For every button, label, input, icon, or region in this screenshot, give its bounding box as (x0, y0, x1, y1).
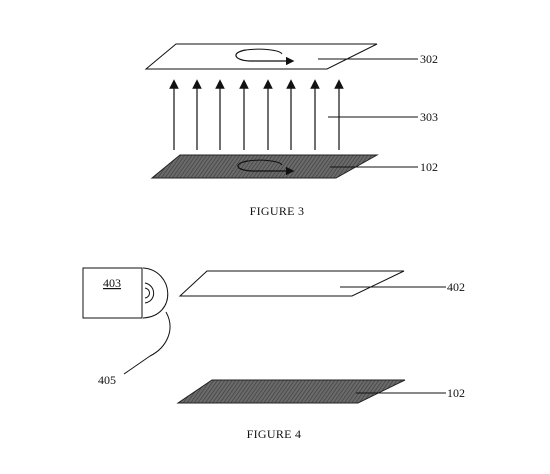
bottom-plate-102 (150, 154, 379, 179)
top-plate-402 (178, 270, 405, 297)
label-402: 402 (447, 280, 465, 294)
rotation-arc-bottom (247, 159, 283, 166)
label-302: 302 (420, 52, 438, 66)
label-403: 403 (103, 276, 121, 290)
top-plate-302 (144, 43, 378, 70)
label-102-fig4: 102 (447, 386, 465, 400)
emitter-wave-inner (144, 287, 150, 299)
bottom-plate-102-fig4 (176, 379, 406, 404)
leader-405 (123, 311, 171, 375)
rotation-arrow-bottom (237, 160, 295, 176)
emitter-dish (142, 267, 169, 319)
figure-3: 302 303 102 FIGURE 3 (144, 43, 438, 218)
figure-3-caption: FIGURE 3 (250, 204, 305, 218)
rotation-arrow-top (235, 49, 295, 66)
emitter-wave-outer (144, 282, 155, 304)
figure-4: 403 405 402 102 FIGURE 4 (82, 267, 465, 441)
rotation-arc-top (245, 48, 283, 55)
label-102-fig3: 102 (420, 160, 438, 174)
label-303: 303 (420, 110, 438, 124)
device-403-box (82, 267, 143, 319)
figure-4-caption: FIGURE 4 (247, 427, 302, 441)
label-405: 405 (98, 373, 116, 387)
field-arrows-303 (169, 79, 344, 150)
